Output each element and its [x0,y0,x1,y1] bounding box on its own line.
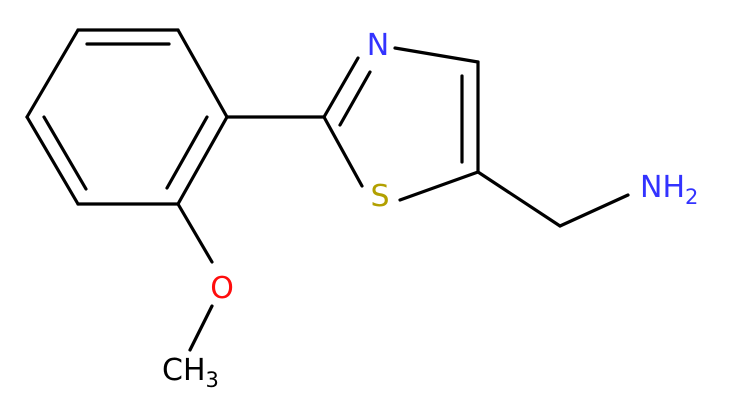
methyl-subscript: 3 [206,368,219,392]
bond-aryl-o [176,202,214,264]
bond-lines [25,28,630,352]
bond-benzene-5 [25,115,80,206]
bond-benzene-6 [25,28,80,119]
bond-benzene-inner-3 [42,115,88,191]
bond-c5-s1 [398,170,480,202]
bond-c2-s1 [322,115,364,188]
atom-label-oxygen: O [210,271,234,306]
bond-c5-ch2 [476,170,562,228]
methyl-text: CH [162,353,206,388]
atom-label-nitrogen-ring: N [367,28,389,63]
bond-n3-c4 [393,46,480,64]
atom-label-sulfur: S [370,179,389,214]
amine-subscript: 2 [685,185,698,209]
bond-benzene-inner-2 [165,115,209,190]
bond-c2-n3-inner [338,70,372,127]
bond-benzene-3 [176,115,229,206]
bond-benzene-2 [176,28,229,119]
bond-ch2-n [558,193,630,228]
atom-label-methyl: CH3 [162,353,219,392]
atom-labels: N S NH2 O CH3 [162,28,698,392]
atom-label-amine: NH2 [640,170,698,209]
bond-c2-n3-outer [322,56,360,119]
amine-text: NH [640,170,685,205]
bond-o-ch3 [188,304,214,352]
